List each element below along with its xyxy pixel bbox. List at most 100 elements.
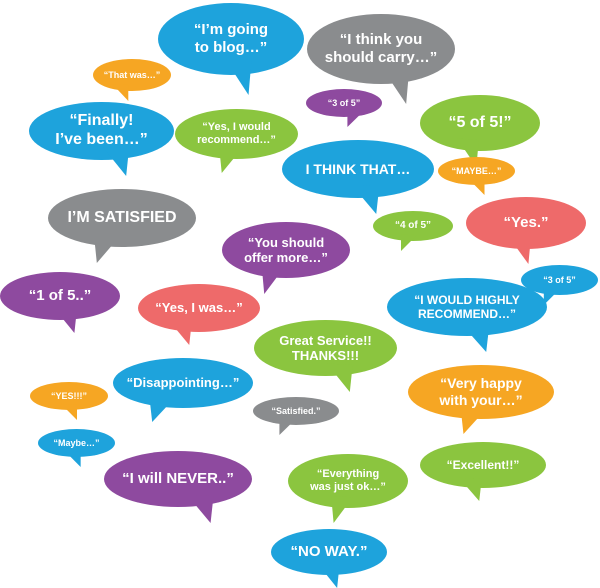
speech-bubble-4-of-5: “4 of 5” xyxy=(373,211,453,251)
bubble-text: “YES!!!” xyxy=(51,390,87,401)
bubble-body xyxy=(138,284,260,332)
bubble-body xyxy=(104,451,252,507)
speech-bubble-yes-i-was: “Yes, I was…” xyxy=(138,284,260,345)
speech-bubble-3-of-5-right: “3 of 5” xyxy=(521,265,598,305)
bubble-shape xyxy=(420,442,546,501)
bubble-body xyxy=(408,365,554,419)
bubble-text: “Yes, I would recommend…” xyxy=(197,121,276,146)
bubble-text: “Excellent!!” xyxy=(446,457,520,472)
bubble-shape xyxy=(93,59,171,101)
bubble-tail xyxy=(460,407,487,434)
bubble-tail xyxy=(102,147,130,176)
bubble-text: “Yes, I was…” xyxy=(155,300,243,316)
bubble-tail xyxy=(351,185,380,214)
bubble-tail xyxy=(149,397,175,422)
bubble-text: “I think you should carry…” xyxy=(324,31,438,66)
bubble-body xyxy=(420,442,546,488)
bubble-body xyxy=(307,14,455,84)
bubble-shape xyxy=(282,140,434,214)
bubble-body xyxy=(30,382,108,410)
bubble-tail xyxy=(169,321,192,345)
bubble-text: “Satisfied.” xyxy=(271,405,321,416)
bubble-body xyxy=(306,89,382,117)
speech-bubble-great-service-thanks: Great Service!! THANKS!!! xyxy=(254,320,397,392)
speech-bubble-im-satisfied: I’M SATISFIED xyxy=(48,189,196,263)
bubble-shape xyxy=(48,189,196,263)
bubble-tail xyxy=(186,494,214,523)
speech-bubble-satisfied: “Satisfied.” xyxy=(253,397,339,435)
bubble-text: I THINK THAT… xyxy=(305,160,411,177)
bubble-shape xyxy=(271,529,387,588)
bubble-tail xyxy=(460,323,490,352)
bubble-tail xyxy=(55,309,77,333)
bubble-text: “I WOULD HIGHLY RECOMMEND…” xyxy=(414,292,520,321)
bubble-tail xyxy=(279,418,296,435)
bubble-shape xyxy=(113,358,253,422)
bubble-tail xyxy=(347,110,364,127)
bubble-tail xyxy=(219,148,242,173)
bubble-tail xyxy=(543,288,560,305)
bubble-shape xyxy=(30,382,108,420)
speech-bubble-im-going-to-blog: “I’m going to blog…” xyxy=(158,3,304,95)
bubble-shape xyxy=(158,3,304,95)
speech-bubble-i-think-that: I THINK THAT… xyxy=(282,140,434,214)
bubble-shape xyxy=(0,272,120,333)
bubble-text: “Everything was just ok…” xyxy=(310,468,386,493)
speech-bubble-maybe-caps: “MAYBE…” xyxy=(438,157,515,195)
bubble-body xyxy=(175,109,298,159)
speech-bubble-maybe: “Maybe…” xyxy=(38,429,115,467)
bubble-tail xyxy=(112,83,129,101)
bubble-body xyxy=(373,211,453,241)
bubble-tail xyxy=(326,363,353,392)
bubble-body xyxy=(282,140,434,198)
bubble-body xyxy=(387,278,547,336)
bubble-body xyxy=(93,59,171,91)
bubble-shape xyxy=(438,157,515,195)
bubble-tail xyxy=(382,68,410,104)
bubble-text: “5 of 5!” xyxy=(448,113,512,131)
speech-bubble-i-think-you-should-carry: “I think you should carry…” xyxy=(307,14,455,104)
bubble-tail xyxy=(459,477,482,501)
bubble-shape xyxy=(38,429,115,467)
speech-bubble-no-way: “NO WAY.” xyxy=(271,529,387,588)
bubble-tail xyxy=(318,564,340,588)
speech-bubble-finally-ive-been: “Finally! I’ve been…” xyxy=(29,102,174,176)
bubble-shape xyxy=(521,265,598,305)
speech-bubble-yes-i-would-recommend: “Yes, I would recommend…” xyxy=(175,109,298,173)
bubble-text: “Very happy with your…” xyxy=(439,375,523,408)
bubble-text: “3 of 5” xyxy=(543,274,576,285)
bubble-shape xyxy=(138,284,260,345)
bubble-body xyxy=(113,358,253,408)
bubble-body xyxy=(48,189,196,247)
speech-bubble-1-of-5: “1 of 5..” xyxy=(0,272,120,333)
bubble-text: “4 of 5” xyxy=(394,220,432,232)
speech-bubble-you-should-offer-more: “You should offer more…” xyxy=(222,222,350,294)
bubble-shape xyxy=(387,278,547,352)
speech-bubble-everything-was-just-ok: “Everything was just ok…” xyxy=(288,454,408,523)
bubble-tail xyxy=(331,496,353,523)
bubble-body xyxy=(29,102,174,160)
bubble-body xyxy=(253,397,339,425)
bubble-text: “1 of 5..” xyxy=(28,287,92,305)
bubble-shape xyxy=(29,102,174,176)
bubble-tail xyxy=(401,234,417,251)
bubble-shape xyxy=(306,89,382,127)
bubble-text: “3 of 5” xyxy=(327,97,361,108)
bubble-text: “I will NEVER..” xyxy=(122,470,234,488)
bubble-shape xyxy=(288,454,408,523)
bubble-text: “MAYBE…” xyxy=(451,165,502,176)
bubble-tail xyxy=(261,265,285,294)
bubble-body xyxy=(0,272,120,320)
bubble-text: Great Service!! THANKS!!! xyxy=(279,332,372,363)
bubble-shape xyxy=(175,109,298,173)
bubble-body xyxy=(288,454,408,508)
speech-bubble-excellent: “Excellent!!” xyxy=(420,442,546,501)
speech-bubble-3-of-5-top: “3 of 5” xyxy=(306,89,382,127)
speech-bubble-that-was: “That was…” xyxy=(93,59,171,101)
bubble-body xyxy=(222,222,350,278)
bubble-text: “NO WAY.” xyxy=(290,543,368,561)
bubble-text: “Finally! I’ve been…” xyxy=(55,112,148,148)
bubble-shape xyxy=(254,320,397,392)
bubble-text: “Disappointing…” xyxy=(126,375,240,391)
bubble-tail xyxy=(93,234,121,263)
